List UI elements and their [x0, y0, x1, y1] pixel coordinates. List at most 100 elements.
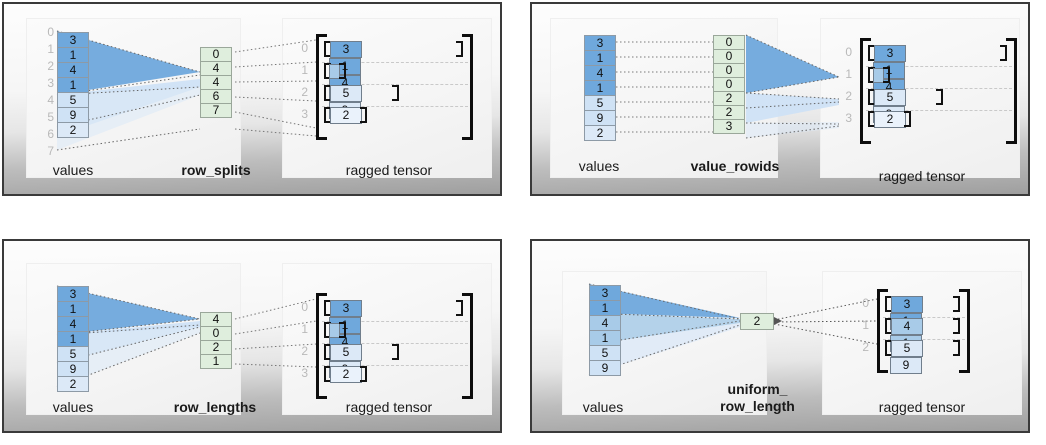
partition-cell: 4: [200, 312, 232, 327]
uniform-label-line2: row_length: [720, 398, 795, 414]
value-index: 6: [47, 127, 54, 141]
row-divider: [322, 365, 468, 366]
row-bracket-left: [868, 89, 875, 105]
tensor-row-index: 0: [301, 41, 308, 55]
row-divider: [866, 110, 1012, 111]
row-bracket-left: [324, 322, 331, 338]
value-cell: 3: [57, 32, 89, 48]
tensor-cell: 3: [874, 45, 906, 62]
value-index: 7: [47, 144, 54, 158]
value-cell: 2: [584, 125, 616, 141]
empty-row-cell: [329, 323, 340, 338]
tensor-cell: 2: [874, 111, 906, 128]
value-cell: 4: [589, 315, 621, 331]
row-bracket-right: [339, 322, 346, 338]
row-divider: [322, 62, 468, 63]
value-index: 3: [47, 76, 54, 90]
tensor-row-index: 1: [862, 318, 869, 332]
row-bracket-right: [953, 296, 960, 312]
value-index: 4: [47, 93, 54, 107]
value-cell: 5: [57, 92, 89, 108]
partition-cell: 0: [713, 49, 745, 64]
tensor-cell: 5: [330, 85, 362, 102]
diagram-row-lengths: 3 1 4 1 5 9 2 4 0 2 1 0 1 2 3: [4, 241, 500, 431]
row-divider: [866, 88, 1012, 89]
row-bracket-left: [324, 107, 331, 123]
row-bracket-left: [324, 366, 331, 382]
panel-value-rowids: 3 1 4 1 5 9 2 0 0 0 0 2 2 3 0 1 2 3: [530, 2, 1030, 196]
value-cell: 1: [57, 331, 89, 347]
tensor-row-index: 3: [845, 111, 852, 125]
row-splits-column: 0 4 4 6 7: [200, 47, 232, 118]
tensor-cell: 5: [891, 340, 923, 357]
row-bracket-left: [324, 85, 331, 101]
outer-bracket-left: [316, 34, 327, 140]
tensor-card-2: [820, 18, 1020, 178]
row-bracket-right: [904, 111, 911, 127]
tensor-label-4: ragged tensor: [878, 399, 966, 415]
value-cell: 1: [57, 77, 89, 93]
values-column-2: 3 1 4 1 5 9 2: [584, 35, 616, 141]
value-cell: 9: [584, 110, 616, 126]
row-bracket-right: [456, 41, 463, 57]
tensor-row-index: 2: [301, 85, 308, 99]
partition-cell: 3: [713, 119, 745, 134]
tensor-cell: 5: [330, 344, 362, 361]
panel-row-splits: 0 1 2 3 4 5 6 7 3 1 4 1 5 9 2 0 4 4 6 7: [2, 2, 502, 196]
row-bracket-right: [339, 63, 346, 79]
tensor-row-index: 2: [862, 340, 869, 354]
partition-cell: 0: [713, 35, 745, 50]
row-bracket-left: [868, 111, 875, 127]
row-bracket-left: [885, 296, 892, 312]
row-bracket-left: [324, 41, 331, 57]
values-column-1: 3 1 4 1 5 9 2: [57, 32, 89, 138]
row-bracket-right: [1000, 45, 1007, 61]
tensor-cell: 9: [890, 357, 922, 374]
tensor-row-index: 2: [301, 344, 308, 358]
row-bracket-right: [936, 89, 943, 105]
row-lengths-column: 4 0 2 1: [200, 312, 232, 369]
tensor-cell: 3: [891, 296, 923, 313]
row-divider: [883, 339, 965, 340]
fan-shapes-2: [616, 34, 840, 139]
outer-bracket-left: [877, 289, 888, 373]
row-divider: [322, 343, 468, 344]
uniform-row-length-box: 2: [740, 313, 774, 330]
row-bracket-left: [324, 300, 331, 316]
fan-shapes-4: [588, 283, 878, 376]
partition-cell: 0: [713, 63, 745, 78]
partition-cell: 4: [200, 61, 232, 76]
tensor-label-1: ragged tensor: [345, 162, 433, 178]
values-label-4: values: [582, 399, 624, 415]
value-cell: 4: [57, 316, 89, 332]
values-label-1: values: [52, 162, 94, 178]
empty-row-cell: [873, 68, 884, 83]
tensor-row-index: 0: [845, 45, 852, 59]
tensor-cell: 3: [330, 41, 362, 58]
tensor-row-index: 0: [862, 296, 869, 310]
partition-cell: 4: [200, 75, 232, 90]
tensor-row-index: 1: [301, 63, 308, 77]
partition-cell: 2: [200, 340, 232, 355]
partition-label-row-lengths: row_lengths: [173, 399, 257, 415]
row-bracket-right: [360, 107, 367, 123]
tensor-cell: 4: [891, 318, 923, 335]
value-cell: 1: [589, 330, 621, 346]
partition-label-value-rowids: value_rowids: [690, 158, 780, 174]
value-index: 1: [47, 42, 54, 56]
panel-row-lengths: 3 1 4 1 5 9 2 4 0 2 1 0 1 2 3: [2, 239, 502, 433]
partition-label-row-splits: row_splits: [181, 162, 251, 178]
value-cell: 2: [57, 376, 89, 392]
values-label-2: values: [578, 158, 620, 174]
diagram-value-rowids: 3 1 4 1 5 9 2 0 0 0 0 2 2 3 0 1 2 3: [532, 4, 1028, 194]
tensor-cell: 5: [874, 89, 906, 106]
partition-cell: 2: [713, 91, 745, 106]
value-cell: 3: [57, 286, 89, 302]
value-cell: 1: [584, 50, 616, 66]
uniform-label-line1: uniform_: [727, 381, 788, 397]
value-cell: 1: [57, 301, 89, 317]
values-label-3: values: [52, 399, 94, 415]
value-cell: 9: [589, 360, 621, 376]
partition-cell: 0: [713, 77, 745, 92]
partition-cell: 7: [200, 103, 232, 118]
